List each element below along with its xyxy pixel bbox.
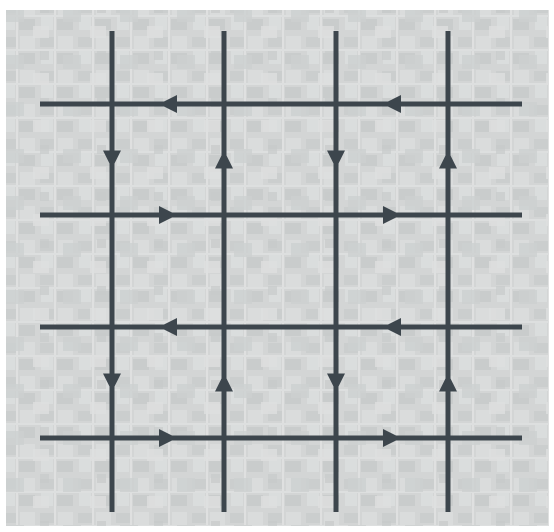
one-way-street-grid-diagram (0, 0, 554, 532)
aerial-city-map-background (0, 0, 554, 532)
